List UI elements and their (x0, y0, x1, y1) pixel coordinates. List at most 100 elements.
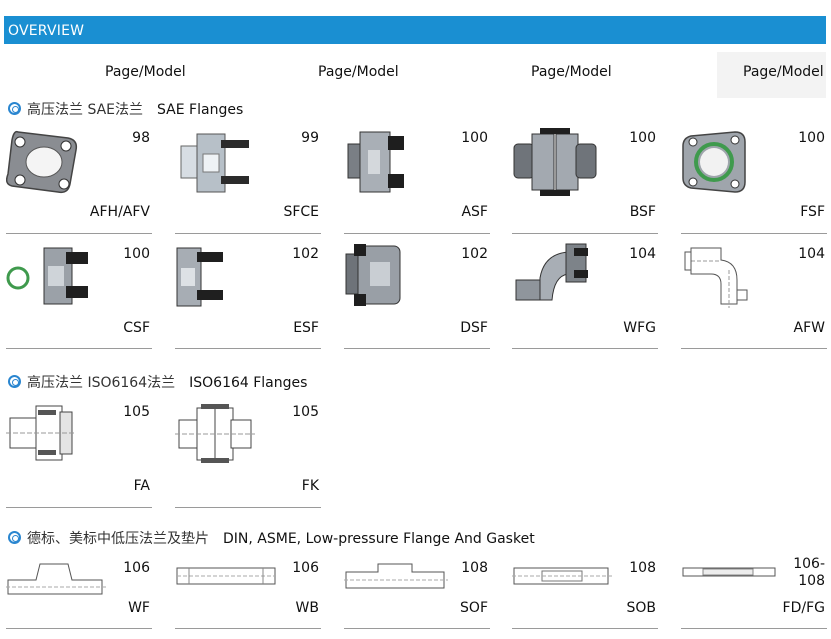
circle-bullet-icon (8, 531, 21, 544)
iso-flange-pair-drawing-icon (175, 404, 255, 463)
divider (344, 628, 490, 629)
flange-block-icon (345, 244, 401, 306)
product-asf[interactable]: 100 ASF (344, 120, 490, 236)
divider (6, 628, 152, 629)
model-name: BSF (629, 204, 656, 220)
elbow-flange-icon (515, 243, 588, 301)
split-flange-icon (180, 133, 249, 193)
divider (6, 507, 152, 508)
divider (175, 507, 321, 508)
column-header-3: Page/Model (531, 64, 612, 80)
model-name: SOF (460, 600, 488, 616)
page-number: 99 (301, 130, 319, 146)
product-afw[interactable]: 104 AFW (681, 236, 827, 352)
product-bsf[interactable]: 100 BSF (512, 120, 658, 236)
product-fd-fg[interactable]: 106-108 FD/FG (681, 552, 827, 636)
section-en-label: DIN, ASME, Low-pressure Flange And Gaske… (223, 531, 535, 547)
product-fk[interactable]: 105 FK (175, 394, 321, 510)
model-name: ESF (293, 320, 319, 336)
model-name: SOB (626, 600, 656, 616)
weld-neck-flange-icon (6, 563, 106, 595)
section-cn-label: 德标、美标中低压法兰及垫片 (27, 531, 209, 547)
page-number: 100 (798, 130, 825, 146)
oring-split-flange-icon (6, 247, 88, 305)
page-number: 102 (292, 246, 319, 262)
section-en-label: SAE Flanges (157, 102, 244, 118)
product-sfce[interactable]: 99 SFCE (175, 120, 321, 236)
iso-flange-drawing-icon (6, 405, 76, 461)
product-wf[interactable]: 106 WF (6, 552, 152, 636)
divider (175, 628, 321, 629)
model-name: FD/FG (782, 600, 825, 616)
divider (175, 348, 321, 349)
divider (681, 628, 827, 629)
model-name: WFG (623, 320, 656, 336)
oring-flange-icon (682, 131, 746, 193)
divider (512, 628, 658, 629)
page-number: 100 (461, 130, 488, 146)
page-number: 108 (461, 560, 488, 576)
product-csf[interactable]: 100 CSF (6, 236, 152, 352)
section-header-iso6164: 高压法兰 ISO6164法兰 ISO6164 Flanges (8, 372, 307, 392)
sae-flange-icon (6, 130, 78, 194)
product-fa[interactable]: 105 FA (6, 394, 152, 510)
model-name: WB (295, 600, 319, 616)
divider (512, 233, 658, 234)
model-name: WF (128, 600, 150, 616)
flange-block-icon (347, 131, 404, 193)
column-header-4: Page/Model (743, 64, 824, 80)
split-flange-icon (176, 247, 223, 307)
page-number: 106-108 (793, 556, 825, 589)
section-cn-label: 高压法兰 SAE法兰 (27, 102, 144, 118)
page-number: 105 (292, 404, 319, 420)
divider (681, 348, 827, 349)
model-name: DSF (460, 320, 488, 336)
product-sob[interactable]: 108 SOB (512, 552, 658, 636)
flange-pair-icon (513, 128, 597, 196)
column-header-1: Page/Model (105, 64, 186, 80)
slip-on-flange-icon (344, 563, 448, 589)
section-header-din-asme: 德标、美标中低压法兰及垫片 DIN, ASME, Low-pressure Fla… (8, 528, 535, 548)
page-number: 100 (123, 246, 150, 262)
gasket-icon (682, 567, 776, 577)
divider (6, 233, 152, 234)
product-dsf[interactable]: 102 DSF (344, 236, 490, 352)
divider (512, 348, 658, 349)
model-name: AFH/AFV (89, 204, 150, 220)
page-number: 104 (629, 246, 656, 262)
page-number: 98 (132, 130, 150, 146)
divider (175, 233, 321, 234)
page-number: 106 (123, 560, 150, 576)
overview-title: OVERVIEW (8, 23, 85, 39)
model-name: FSF (800, 204, 825, 220)
model-name: SFCE (283, 204, 319, 220)
page-number: 105 (123, 404, 150, 420)
section-en-label: ISO6164 Flanges (189, 375, 308, 391)
section-cn-label: 高压法兰 ISO6164法兰 (27, 375, 176, 391)
elbow-drawing-icon (684, 247, 748, 308)
model-name: FA (133, 478, 150, 494)
column-header-2: Page/Model (318, 64, 399, 80)
page-number: 100 (629, 130, 656, 146)
column-shade (717, 52, 826, 98)
product-fsf[interactable]: 100 FSF (681, 120, 827, 236)
model-name: FK (301, 478, 319, 494)
product-wfg[interactable]: 104 WFG (512, 236, 658, 352)
divider (344, 233, 490, 234)
circle-bullet-icon (8, 102, 21, 115)
page-number: 108 (629, 560, 656, 576)
product-esf[interactable]: 102 ESF (175, 236, 321, 352)
divider (681, 233, 827, 234)
slip-on-blind-flange-icon (512, 567, 612, 585)
product-sof[interactable]: 108 SOF (344, 552, 490, 636)
section-header-sae: 高压法兰 SAE法兰 SAE Flanges (8, 99, 243, 119)
product-wb[interactable]: 106 WB (175, 552, 321, 636)
product-afh-afv[interactable]: 98 AFH/AFV (6, 120, 152, 236)
page-number: 102 (461, 246, 488, 262)
model-name: AFW (793, 320, 825, 336)
circle-bullet-icon (8, 375, 21, 388)
divider (344, 348, 490, 349)
divider (6, 348, 152, 349)
page-number: 104 (798, 246, 825, 262)
page-number: 106 (292, 560, 319, 576)
